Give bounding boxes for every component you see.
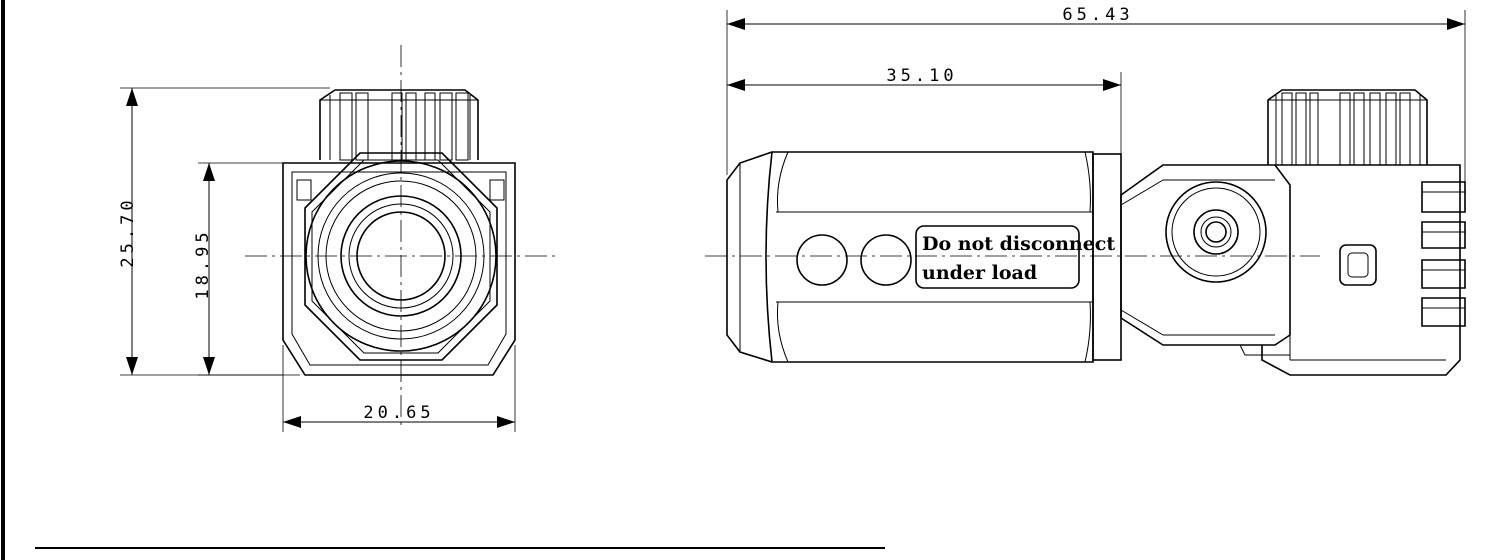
front-view: 25.70 18.95 20.65: [118, 45, 555, 432]
warning-label-line2: under load: [922, 262, 1037, 284]
dim-width: 20.65: [282, 345, 516, 432]
side-taper: [1120, 164, 1291, 356]
led-circle-2: [860, 234, 912, 286]
dim-total-height-text: 25.70: [118, 196, 138, 267]
side-knurled-nut: [1267, 89, 1428, 166]
dim-body-length: 35.10: [727, 66, 1122, 154]
led-circle-1: [796, 234, 848, 286]
dim-body-height-text: 18.95: [193, 228, 213, 299]
side-port: [1165, 181, 1267, 283]
dim-overall-length-text: 65.43: [1062, 5, 1133, 25]
front-bore: [356, 211, 446, 301]
warning-label-line1: Do not disconnect: [922, 233, 1115, 255]
side-latch: [1339, 244, 1377, 286]
front-bore-ring: [340, 195, 462, 317]
dim-width-text: 20.65: [363, 403, 434, 423]
warning-label-box: [915, 225, 1080, 289]
side-nose: [726, 151, 773, 363]
dim-body-length-text: 35.10: [886, 66, 957, 86]
side-hex-body: [765, 151, 1094, 363]
front-hex-octagon: [304, 152, 498, 361]
side-view: Do not disconnect under load: [705, 5, 1466, 376]
front-outer-ring: [305, 160, 497, 352]
front-housing: [282, 162, 516, 376]
dim-body-height: 18.95: [193, 162, 283, 376]
dim-total-height: 25.70: [118, 87, 330, 376]
side-rear-housing: [1261, 164, 1466, 376]
side-collar: [1092, 153, 1122, 361]
dim-overall-length: 65.43: [726, 5, 1466, 182]
front-knurled-nut: [319, 89, 479, 161]
